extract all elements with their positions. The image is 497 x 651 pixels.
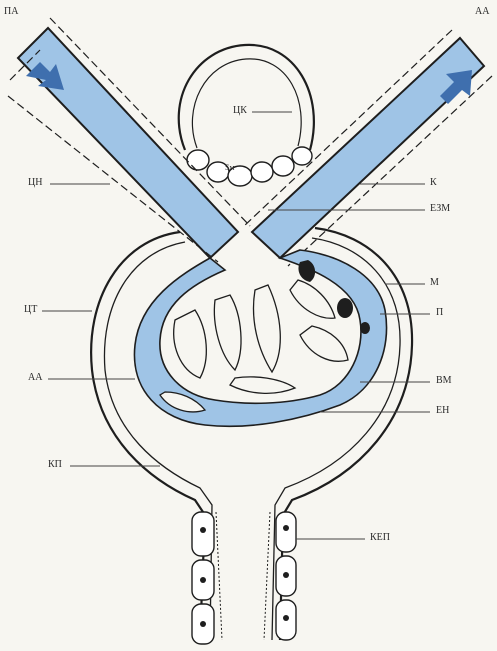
label-bm: ВМ	[436, 375, 452, 386]
label-aa-left: АА	[28, 372, 42, 383]
label-kp: КП	[48, 459, 62, 470]
label-un: ЦН	[28, 177, 42, 188]
label-p: П	[436, 307, 443, 318]
label-aa-top: АА	[475, 6, 489, 17]
label-va: ПА	[4, 6, 18, 17]
label-k: К	[430, 177, 437, 188]
label-ut: ЦТ	[24, 304, 37, 315]
label-kep: КЕП	[370, 532, 390, 543]
label-en: ЕН	[436, 405, 449, 416]
label-uk: ЦК	[233, 105, 247, 116]
label-sm: Sм	[225, 163, 235, 172]
label-m: М	[430, 277, 439, 288]
label-ezm: ЕЗМ	[430, 203, 450, 214]
